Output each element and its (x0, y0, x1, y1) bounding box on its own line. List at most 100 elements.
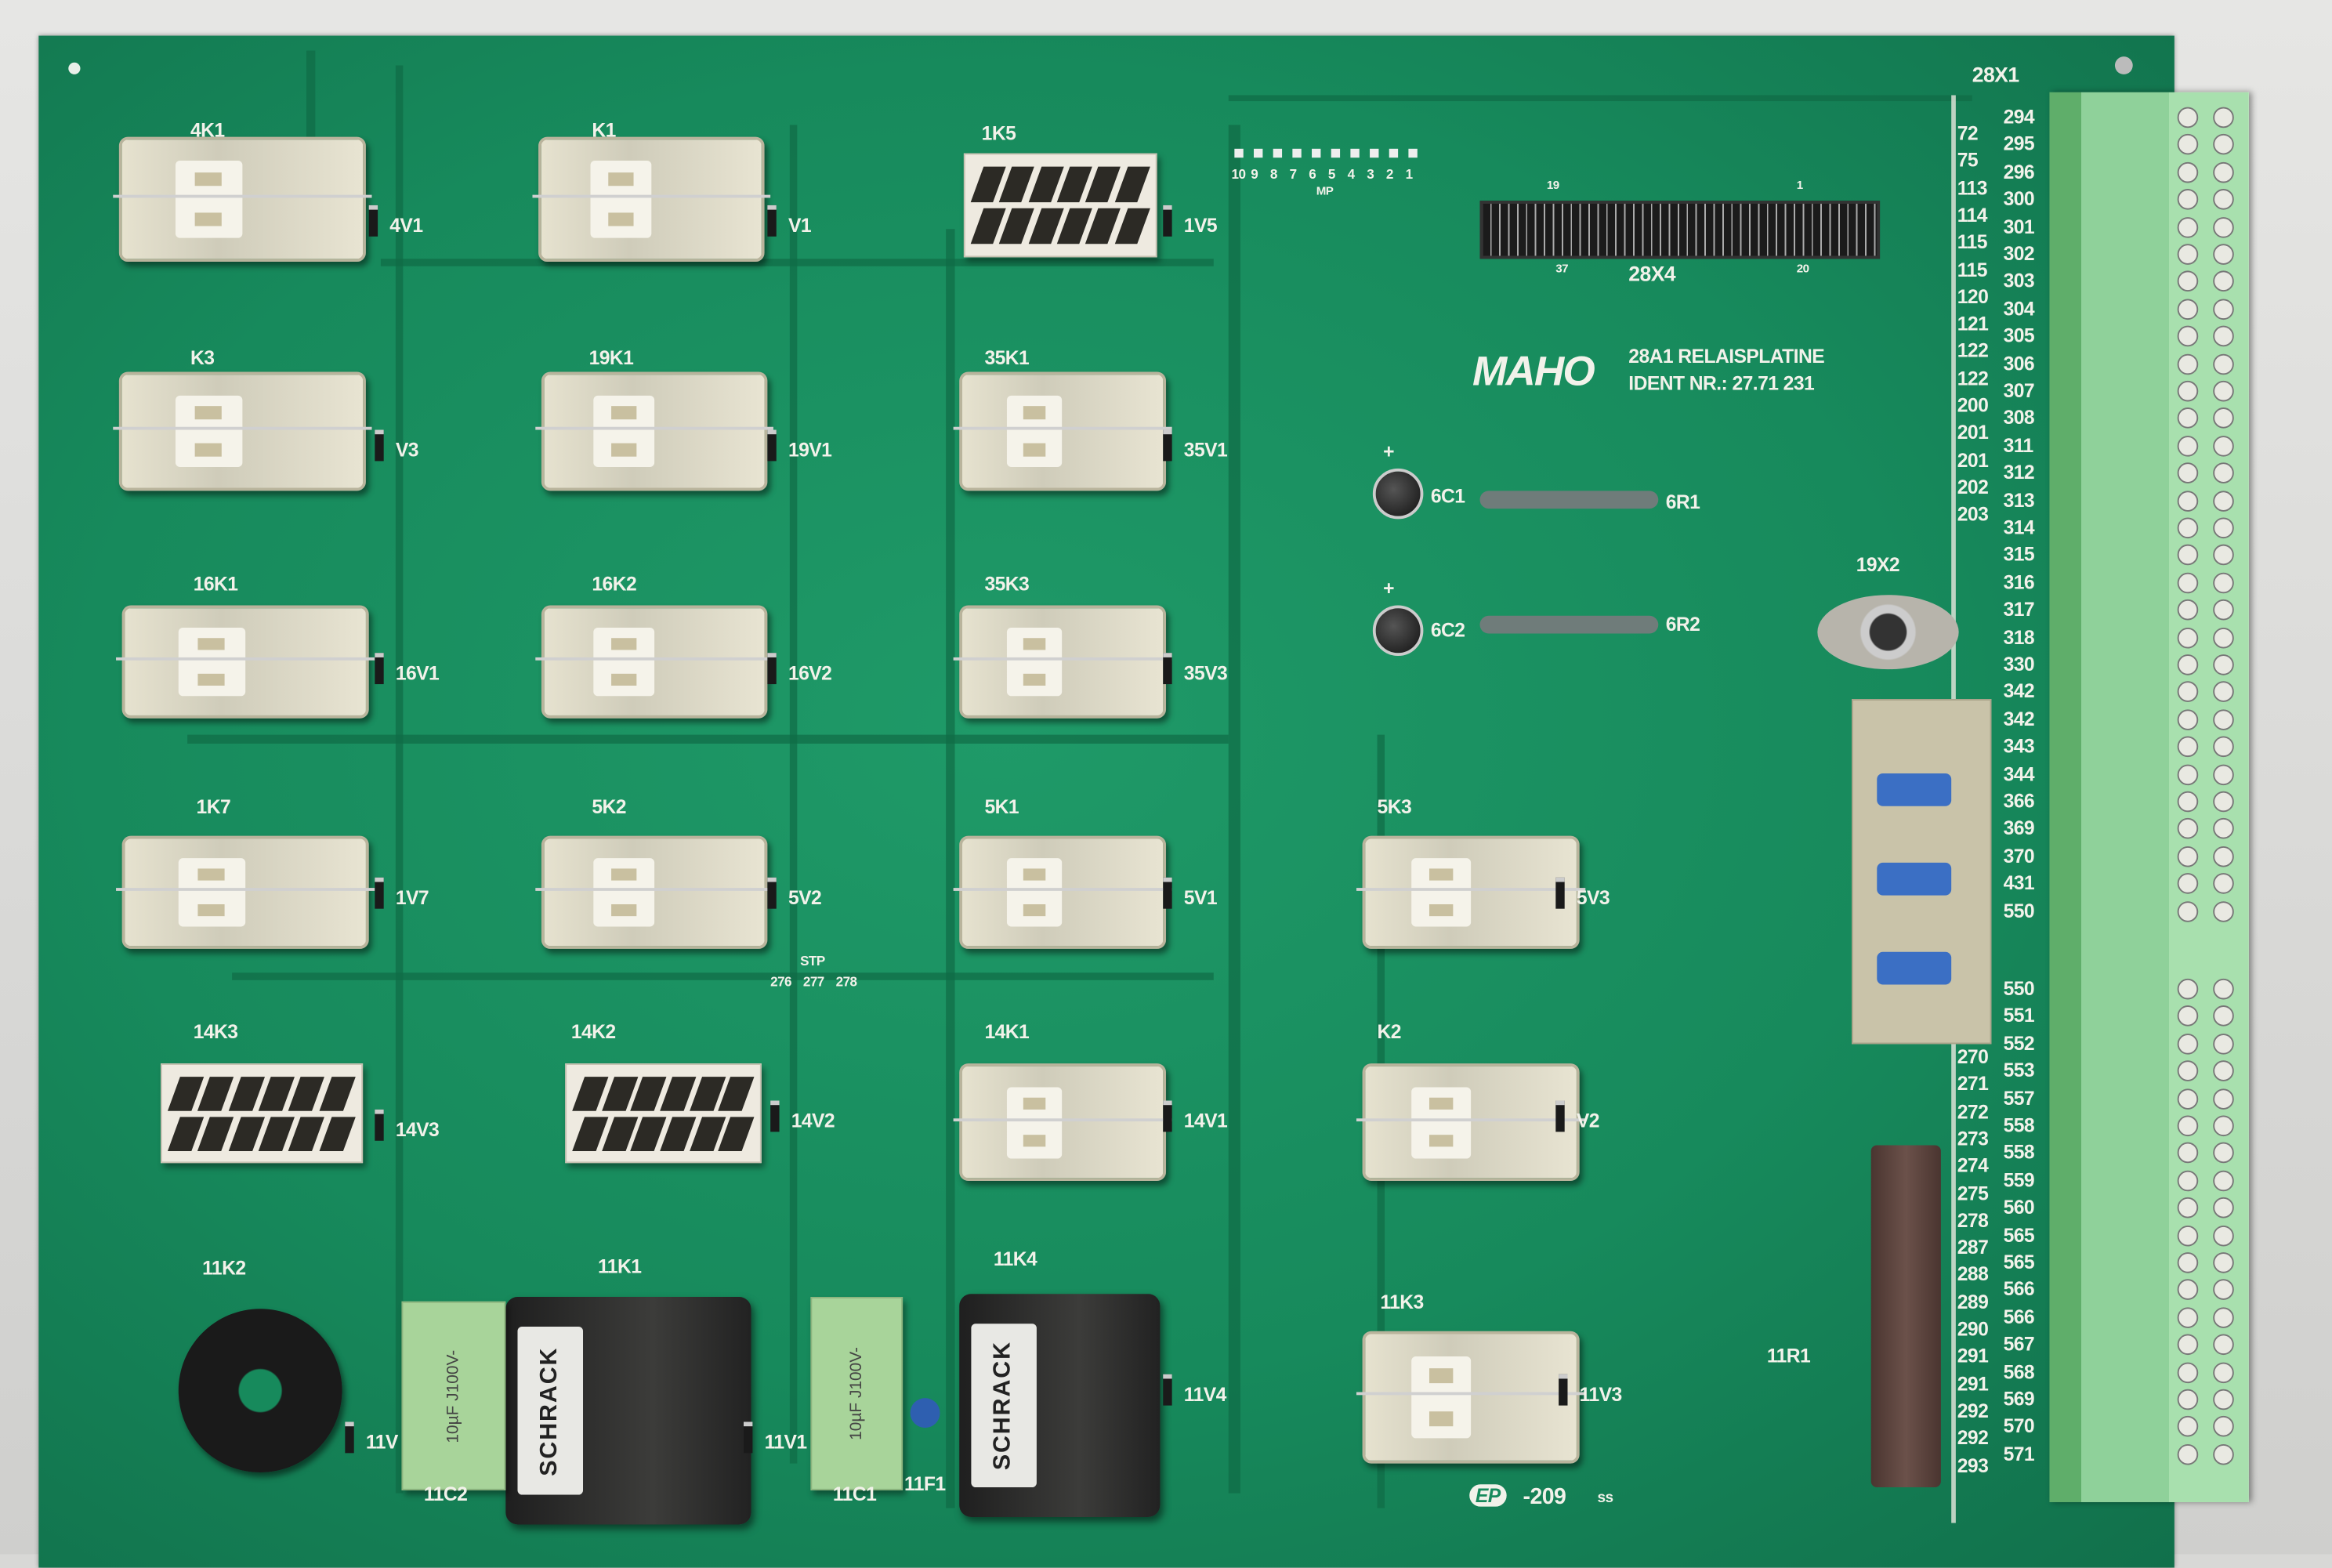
terminal-screw[interactable] (2177, 517, 2199, 539)
terminal-screw[interactable] (2177, 1389, 2199, 1410)
terminal-screw[interactable] (2177, 545, 2199, 566)
terminal-screw[interactable] (2213, 326, 2234, 347)
terminal-screw[interactable] (2177, 846, 2199, 867)
terminal-screw[interactable] (2213, 271, 2234, 292)
terminal-screw[interactable] (2213, 572, 2234, 593)
terminal-screw[interactable] (2177, 1361, 2199, 1383)
terminal-screw[interactable] (2213, 545, 2234, 566)
terminal-screw[interactable] (2213, 1280, 2234, 1301)
terminal-screw[interactable] (2177, 216, 2199, 237)
terminal-screw[interactable] (2177, 271, 2199, 292)
terminal-screw[interactable] (2213, 107, 2234, 129)
terminal-screw[interactable] (2213, 682, 2234, 703)
terminal-screw[interactable] (2177, 873, 2199, 895)
terminal-screw[interactable] (2213, 517, 2234, 539)
terminal-screw[interactable] (2177, 1060, 2199, 1082)
terminal-screw[interactable] (2177, 134, 2199, 156)
terminal-screw[interactable] (2213, 1170, 2234, 1191)
terminal-screw[interactable] (2213, 1197, 2234, 1219)
terminal-screw[interactable] (2213, 599, 2234, 621)
terminal-screw[interactable] (2213, 736, 2234, 758)
terminal-screw[interactable] (2213, 763, 2234, 785)
terminal-screw[interactable] (2213, 1005, 2234, 1027)
terminal-screw[interactable] (2213, 1443, 2234, 1465)
terminal-number: 75 (1957, 149, 1979, 172)
terminal-screw[interactable] (2177, 1225, 2199, 1246)
terminal-screw[interactable] (2177, 599, 2199, 621)
terminal-screw[interactable] (2177, 763, 2199, 785)
terminal-screw[interactable] (2177, 1143, 2199, 1164)
terminal-screw[interactable] (2177, 490, 2199, 512)
terminal-screw[interactable] (2177, 107, 2199, 129)
terminal-screw[interactable] (2177, 407, 2199, 429)
terminal-screw[interactable] (2213, 900, 2234, 922)
terminal-screw[interactable] (2213, 353, 2234, 375)
terminal-screw[interactable] (2177, 1033, 2199, 1055)
terminal-screw[interactable] (2177, 572, 2199, 593)
terminal-screw[interactable] (2213, 134, 2234, 156)
terminal-screw[interactable] (2177, 682, 2199, 703)
terminal-screw[interactable] (2213, 1033, 2234, 1055)
terminal-screw[interactable] (2177, 1005, 2199, 1027)
terminal-screw[interactable] (2213, 1389, 2234, 1410)
terminal-screw[interactable] (2177, 1115, 2199, 1137)
terminal-screw[interactable] (2177, 1088, 2199, 1110)
terminal-screw[interactable] (2213, 978, 2234, 1000)
terminal-screw[interactable] (2177, 326, 2199, 347)
terminal-screw[interactable] (2177, 627, 2199, 648)
terminal-screw[interactable] (2213, 1143, 2234, 1164)
terminal-screw[interactable] (2213, 244, 2234, 265)
terminal-screw[interactable] (2213, 435, 2234, 457)
terminal-screw[interactable] (2213, 1088, 2234, 1110)
terminal-screw[interactable] (2177, 161, 2199, 183)
terminal-screw[interactable] (2213, 654, 2234, 675)
terminal-screw[interactable] (2177, 462, 2199, 484)
terminal-screw[interactable] (2213, 1334, 2234, 1356)
terminal-screw[interactable] (2213, 216, 2234, 237)
terminal-screw[interactable] (2213, 299, 2234, 320)
terminal-screw[interactable] (2177, 189, 2199, 210)
terminal-screw[interactable] (2213, 1416, 2234, 1438)
terminal-screw[interactable] (2213, 846, 2234, 867)
terminal-screw[interactable] (2177, 818, 2199, 840)
terminal-screw[interactable] (2177, 1252, 2199, 1273)
terminal-screw[interactable] (2213, 708, 2234, 730)
terminal-screw[interactable] (2213, 1060, 2234, 1082)
terminal-screw[interactable] (2213, 462, 2234, 484)
terminal-screw[interactable] (2213, 791, 2234, 813)
terminal-screw[interactable] (2213, 818, 2234, 840)
terminal-screw[interactable] (2177, 299, 2199, 320)
terminal-screw[interactable] (2177, 1280, 2199, 1301)
terminal-screw[interactable] (2213, 161, 2234, 183)
terminal-screw[interactable] (2213, 1252, 2234, 1273)
terminal-screw[interactable] (2213, 490, 2234, 512)
mp-pin (1254, 148, 1263, 158)
terminal-screw[interactable] (2177, 900, 2199, 922)
terminal-screw[interactable] (2213, 1115, 2234, 1137)
terminal-screw[interactable] (2177, 978, 2199, 1000)
terminal-screw[interactable] (2177, 736, 2199, 758)
terminal-screw[interactable] (2177, 1416, 2199, 1438)
terminal-screw[interactable] (2213, 189, 2234, 210)
terminal-number: 72 (1957, 121, 1979, 145)
terminal-screw[interactable] (2177, 791, 2199, 813)
terminal-screw[interactable] (2177, 1197, 2199, 1219)
terminal-screw[interactable] (2177, 380, 2199, 402)
terminal-screw[interactable] (2177, 1443, 2199, 1465)
terminal-screw[interactable] (2213, 873, 2234, 895)
terminal-screw[interactable] (2177, 708, 2199, 730)
terminal-screw[interactable] (2213, 1306, 2234, 1328)
terminal-screw[interactable] (2177, 654, 2199, 675)
terminal-screw[interactable] (2213, 1225, 2234, 1246)
terminal-screw[interactable] (2177, 1306, 2199, 1328)
terminal-screw[interactable] (2213, 1361, 2234, 1383)
terminal-screw[interactable] (2177, 1334, 2199, 1356)
terminal-screw[interactable] (2177, 1170, 2199, 1191)
terminal-screw[interactable] (2213, 380, 2234, 402)
terminal-screw[interactable] (2177, 353, 2199, 375)
terminal-screw[interactable] (2213, 627, 2234, 648)
terminal-screw[interactable] (2177, 435, 2199, 457)
relay-retaining-clip (1356, 888, 1586, 892)
terminal-screw[interactable] (2177, 244, 2199, 265)
terminal-screw[interactable] (2213, 407, 2234, 429)
